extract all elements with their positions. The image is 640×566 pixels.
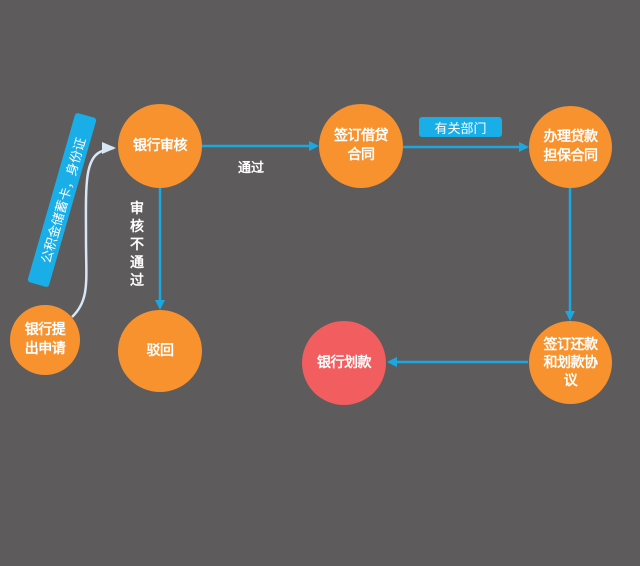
edge-label-relevant-departments: 有关部门 xyxy=(419,117,502,137)
node-bank-disbursement[interactable]: 银行划款 xyxy=(302,321,386,405)
edge-label-approved: 通过 xyxy=(238,161,265,176)
node-bank-review[interactable]: 银行审核 xyxy=(118,104,202,188)
node-sign-loan-contract[interactable]: 签订借贷 合同 xyxy=(319,104,403,188)
node-guarantee-contract[interactable]: 办理贷款 担保合同 xyxy=(529,106,612,188)
edge-label-review-failed: 审核不通过 xyxy=(130,201,144,289)
edge-apply-to-review xyxy=(71,142,116,318)
node-repayment-agreement[interactable]: 签订还款 和划款协 议 xyxy=(529,321,612,404)
node-reject[interactable]: 驳回 xyxy=(118,310,202,392)
node-bank-application[interactable]: 银行提 出申请 xyxy=(10,305,80,375)
